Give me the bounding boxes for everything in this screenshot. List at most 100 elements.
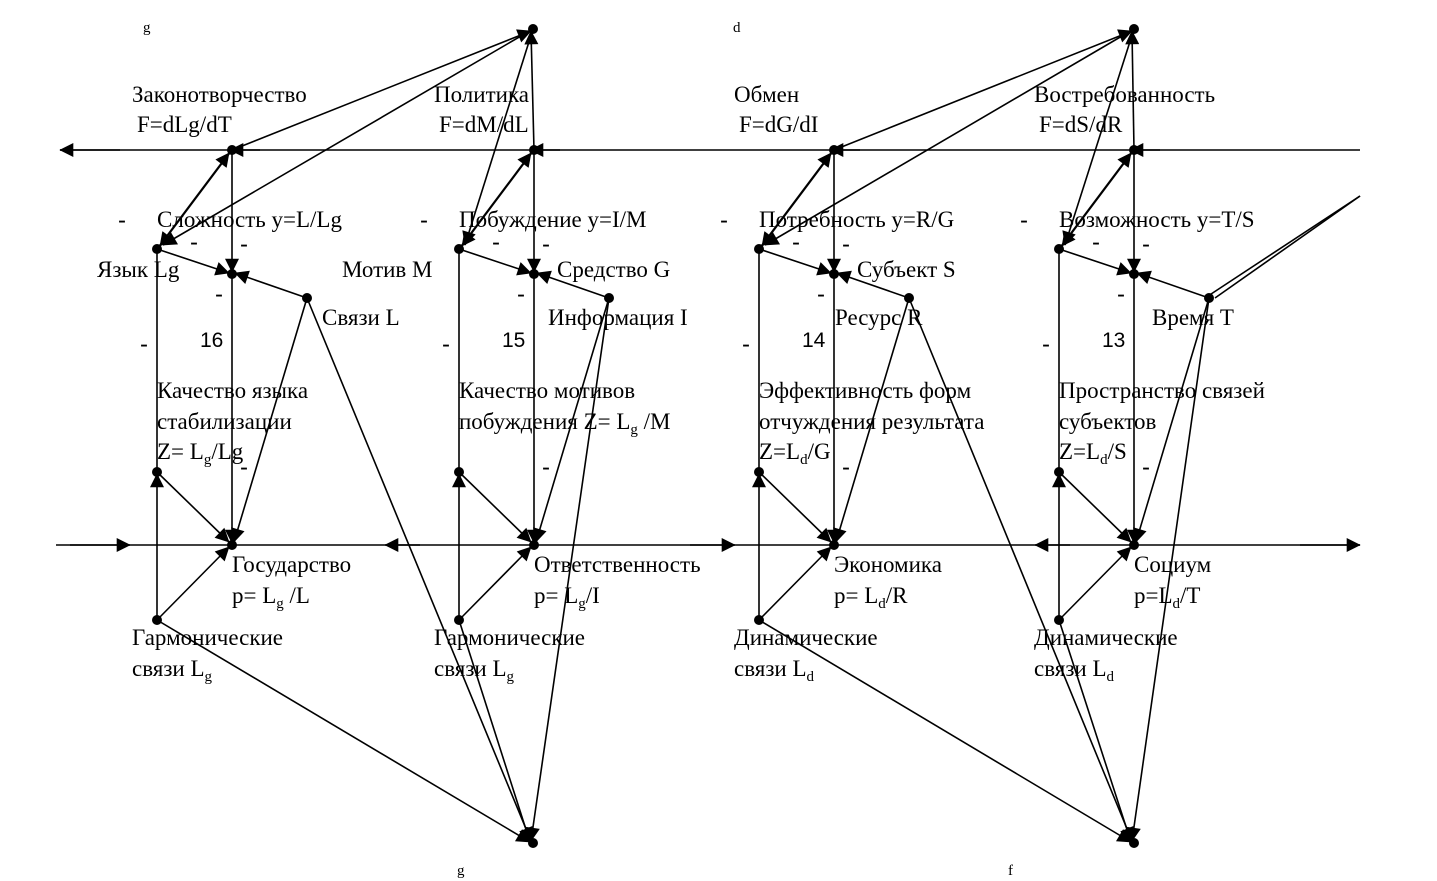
power-label: g — [457, 863, 465, 879]
social-consent-label-sub: f — [1008, 863, 1013, 879]
block-13-top-formula: F=dS/dR — [1039, 112, 1123, 137]
block-13-quality-z-pre: Z=L — [1059, 439, 1100, 464]
block-16-right-to-base — [306, 297, 533, 842]
block-14-left-to-mid — [758, 248, 832, 276]
block-13-center-p-sub: d — [1173, 596, 1181, 612]
block-14-right-to-mid — [836, 270, 910, 299]
block-16-quality-line2: стабилизации — [157, 409, 292, 434]
block-15-quality-line2-post: /M — [638, 409, 671, 434]
block-15-center-p-pre: p= L — [534, 583, 578, 608]
block-15-links-line2: связи Lg — [434, 656, 515, 685]
block-15-right-to-center — [533, 297, 610, 543]
block-14-ratio: Потребность y=R/G — [759, 207, 954, 232]
block-14-minus-sign: - — [742, 331, 750, 358]
block-16-node-topN — [227, 145, 237, 155]
block-14-quality-z-pre: Z=L — [759, 439, 800, 464]
block-13-links-to-center — [1058, 546, 1132, 621]
block-13-top-to-apex — [1125, 30, 1140, 151]
present-protection-node — [1129, 24, 1139, 34]
block-16-minus-sign: - — [215, 281, 223, 308]
block-15-node-topN — [529, 145, 539, 155]
block-14-minus-sign: - — [720, 207, 728, 234]
block-14-node-lnk — [754, 615, 764, 625]
block-15-minus-sign: - — [517, 281, 525, 308]
block-16-minus-sign: - — [190, 229, 198, 256]
block-16-node-rgt — [302, 293, 312, 303]
block-14-quality-z-sub: d — [800, 452, 808, 468]
block-16-quality-z-pre: Z= L — [157, 439, 204, 464]
block-15-node-lft — [454, 244, 464, 254]
block-13-minus-sign: - — [1092, 229, 1100, 256]
block-14-center-p-pre: p= L — [834, 583, 878, 608]
block-14-node-mid — [829, 269, 839, 279]
block-14-apex-to-left — [764, 28, 1135, 246]
block-13-quality-line1: Пространство связей — [1059, 378, 1265, 403]
present-protection-label: d — [733, 20, 741, 36]
block-16-center-p-sub: g — [276, 596, 284, 612]
block-14-top-to-left — [761, 149, 835, 247]
block-14-quality-z: Z=Ld/G — [759, 439, 831, 468]
block-13-right-to-mid — [1136, 270, 1210, 299]
block-16-node-lnk — [152, 615, 162, 625]
block-16-left-to-mid — [156, 248, 230, 276]
block-14-links-line1: Динамические — [734, 625, 878, 650]
block-16-node-mid — [227, 269, 237, 279]
block-13-node-topN — [1129, 145, 1139, 155]
block-15-links-to-base — [458, 619, 533, 843]
social-consent-label: f — [1008, 863, 1013, 879]
block-14-links-to-center — [758, 546, 832, 621]
block-13-node-qual — [1054, 467, 1064, 477]
block-15-node-mid — [529, 269, 539, 279]
block-16-links-line2: связи Lg — [132, 656, 213, 685]
block-16-center-p: p= Lg /L — [232, 583, 310, 612]
block-15-quality-line2-sub: g — [630, 422, 638, 438]
block-14-left-node-label: Средство G — [557, 257, 670, 282]
block-15-links-line1: Гармонические — [434, 625, 585, 650]
block-13-right-to-base — [1126, 297, 1210, 842]
top-right-diagonal-2 — [1214, 195, 1361, 299]
block-16-node-qual — [152, 467, 162, 477]
block-14-minus-sign: - — [817, 281, 825, 308]
block-13-left-to-mid — [1058, 248, 1132, 276]
block-16-links-to-base — [156, 619, 531, 843]
block-15-ratio: Побуждение y=I/M — [459, 207, 646, 232]
block-15-minus-sign: - — [420, 207, 428, 234]
block-16-minus-sign: - — [240, 454, 248, 481]
block-14-center-p-sub: d — [878, 596, 886, 612]
block-14-minus-sign: - — [842, 231, 850, 258]
block-15-links-line2-pre: связи L — [434, 656, 507, 681]
block-14-links-line2-pre: связи L — [734, 656, 807, 681]
future-protection-node — [528, 24, 538, 34]
block-14-right-node-label: Ресурс R — [835, 305, 923, 330]
block-15-minus-sign: - — [542, 454, 550, 481]
block-13-node-cen — [1129, 540, 1139, 550]
block-13-quality-z-post: /S — [1108, 439, 1127, 464]
block-15-quality-line2-pre: побуждения Z= L — [459, 409, 630, 434]
block-14-links-line2: связи Ld — [734, 656, 815, 685]
social-consent-node — [1129, 838, 1139, 848]
block-13-node-lnk — [1054, 615, 1064, 625]
block-13-links-to-base — [1058, 619, 1134, 843]
present-protection-label-sub: d — [733, 20, 741, 36]
block-15-links-to-center — [458, 546, 532, 621]
block-15-links-line2-sub: g — [507, 669, 515, 685]
block-16-links-to-center — [156, 546, 230, 621]
block-16-top-title: Законотворчество — [132, 82, 307, 107]
block-16-ratio: Сложность y=L/Lg — [157, 207, 342, 232]
block-16-quality-z: Z= Lg/Lg — [157, 439, 244, 468]
block-14-minus-sign: - — [792, 229, 800, 256]
block-14-minus-sign: - — [842, 454, 850, 481]
block-14-quality-line2: отчуждения результата — [759, 409, 984, 434]
block-13-right-to-center — [1133, 297, 1210, 543]
block-15-node-cen — [529, 540, 539, 550]
block-15-right-to-base — [525, 297, 610, 842]
block-13-minus-sign: - — [1142, 231, 1150, 258]
block-16-number: 16 — [200, 329, 223, 352]
block-15-right-node-label: Информация I — [548, 305, 688, 330]
block-13-minus-sign: - — [1117, 281, 1125, 308]
block-15-right-to-mid — [536, 270, 610, 299]
block-16-links-line2-sub: g — [205, 669, 213, 685]
block-14-links-line2-sub: d — [807, 669, 815, 685]
block-14-center-label: Экономика — [834, 552, 942, 577]
future-protection-label-sub: g — [143, 20, 151, 36]
